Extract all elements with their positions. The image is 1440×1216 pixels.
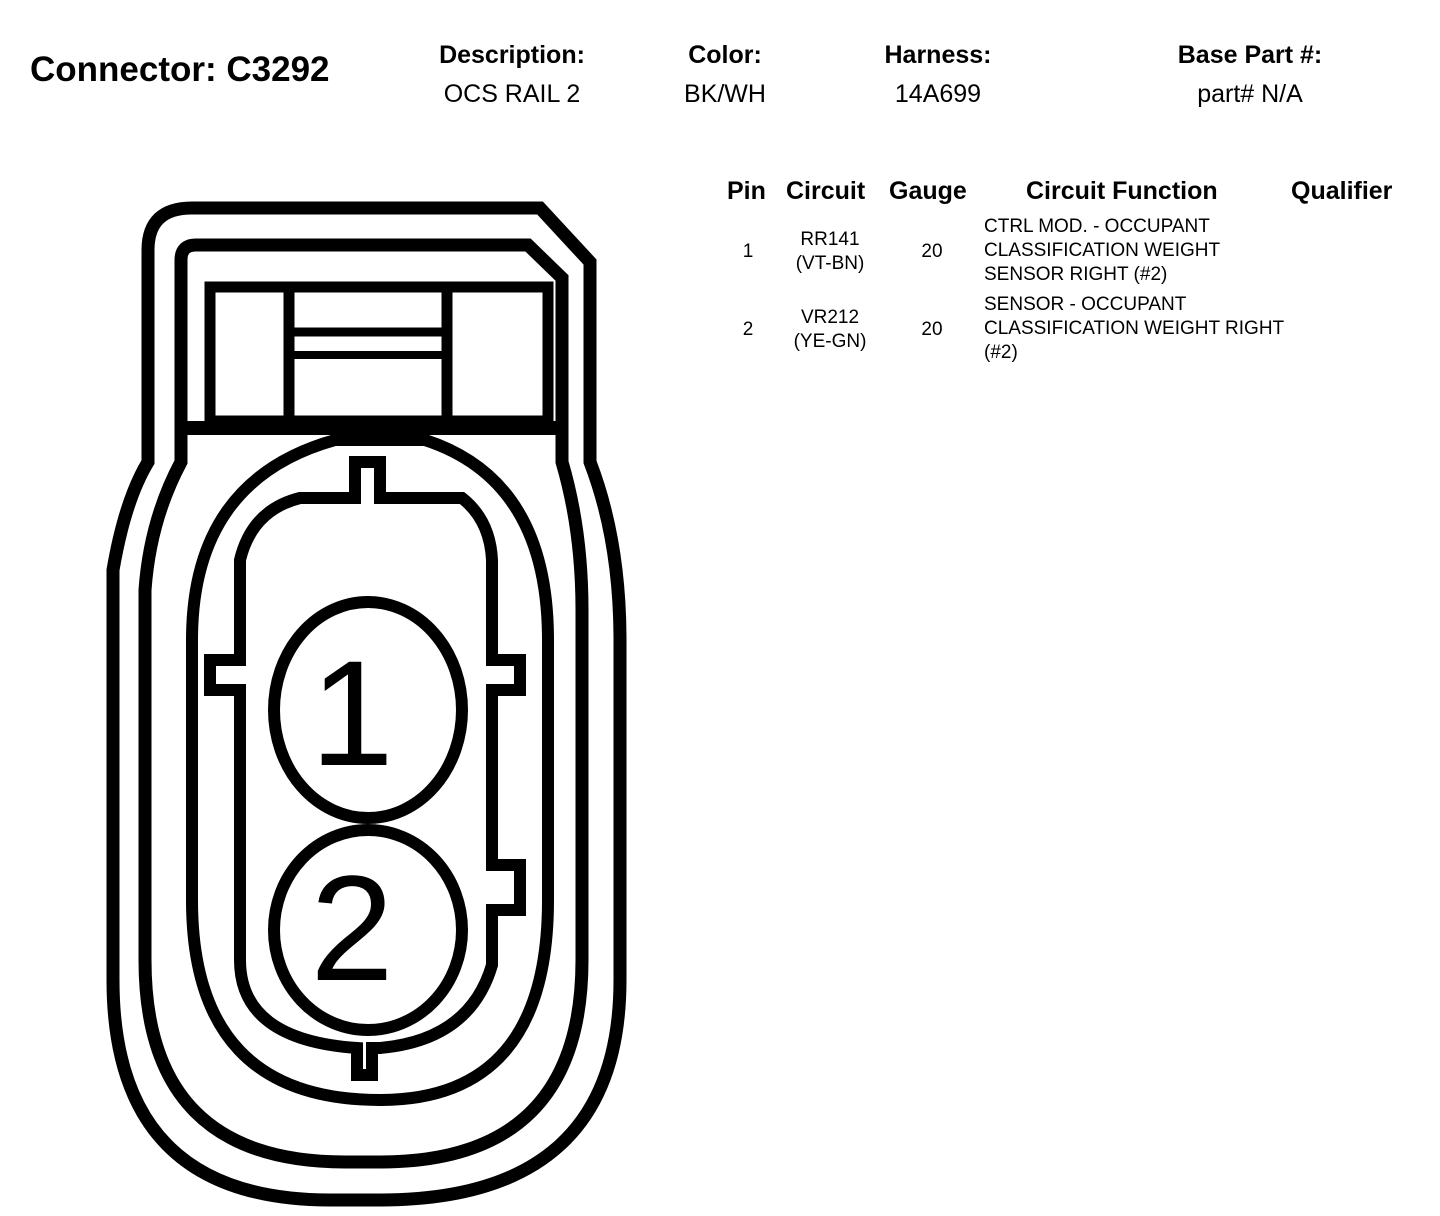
connector-inner-body <box>186 434 554 1107</box>
row-gauge: 20 <box>921 241 943 262</box>
row-function: CTRL MOD. - OCCUPANT CLASSIFICATION WEIG… <box>984 216 1220 285</box>
connector-outer-shell <box>106 201 627 1207</box>
column-header-circuit-function: Circuit Function <box>1026 177 1218 205</box>
row-wire-color: (YE-GN) <box>793 331 867 352</box>
header-field-harness: Harness: 14A699 <box>858 40 1018 109</box>
column-header-pin: Pin <box>727 177 766 205</box>
column-header-qualifier: Qualifier <box>1291 177 1393 205</box>
color-value: BK/WH <box>684 80 766 108</box>
row-pin: 2 <box>742 319 754 340</box>
header-field-color: Color: BK/WH <box>650 40 800 109</box>
base-part-value: part# N/A <box>1197 80 1303 108</box>
harness-label: Harness: <box>884 41 992 69</box>
pin-2-label: 2 <box>310 844 393 1012</box>
column-header-circuit: Circuit <box>786 177 866 205</box>
base-part-label: Base Part #: <box>1177 41 1323 69</box>
row-wire-color: (VT-BN) <box>795 253 865 274</box>
connector-face-diagram: 1 2 <box>106 201 627 1207</box>
header-field-description: Description: OCS RAIL 2 <box>412 40 612 109</box>
pin-2-cavity <box>268 824 468 1036</box>
row-gauge: 20 <box>921 319 943 340</box>
pin-1-label: 1 <box>310 629 393 797</box>
pin-1-cavity <box>268 596 468 824</box>
connector-title: Connector: C3292 <box>30 50 330 89</box>
column-header-gauge: Gauge <box>889 177 967 205</box>
row-pin: 1 <box>742 241 754 262</box>
harness-value: 14A699 <box>894 80 982 108</box>
description-value: OCS RAIL 2 <box>443 80 581 108</box>
row-function: SENSOR - OCCUPANT CLASSIFICATION WEIGHT … <box>984 294 1284 363</box>
header-field-base-part: Base Part #: part# N/A <box>1150 40 1350 109</box>
connector-second-shell <box>138 238 589 1169</box>
row-circuit: VR212 <box>800 307 860 328</box>
description-label: Description: <box>439 41 585 69</box>
color-label: Color: <box>688 41 762 69</box>
terminal-cavity <box>204 456 526 1081</box>
row-circuit: RR141 <box>800 229 860 250</box>
